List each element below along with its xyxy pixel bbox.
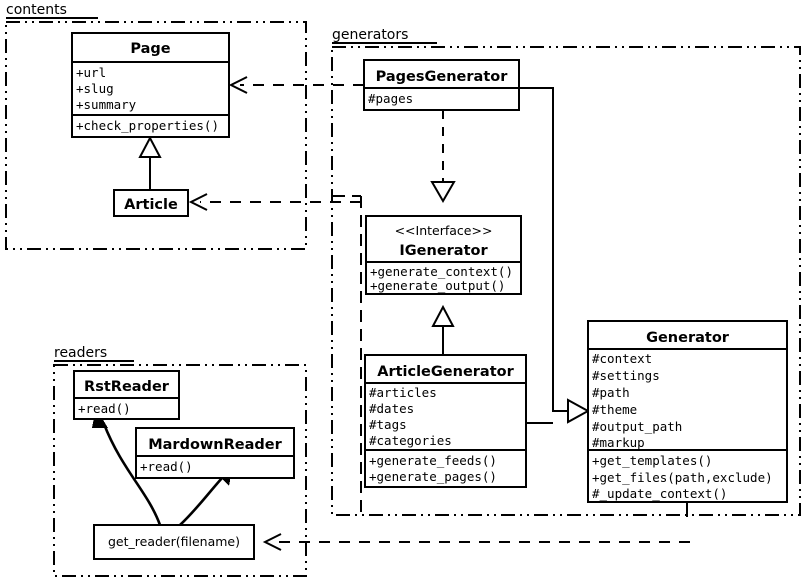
getreader-rstreader-curve [102,423,162,526]
class-generator-attribute: #settings [592,368,660,383]
class-box-rstreader[interactable]: RstReader +read() [73,370,180,420]
class-page-title: Page [130,41,170,57]
relation-articlegenerator-to-igenerator [431,304,455,355]
class-igenerator-title: IGenerator [399,243,488,259]
class-mardownreader-frame [135,427,295,479]
class-generator-method: +get_files(path,exclude) [592,470,773,485]
class-mardownreader-title: MardownReader [148,437,282,453]
class-rstreader-method: +read() [78,401,131,416]
package-readers-border [53,364,307,577]
class-articlegenerator-frame [364,354,527,488]
relation-article-to-page [138,135,162,190]
relation-articlegenerator-to-article [188,193,361,211]
getreader-mardownreader-curve [179,477,223,526]
class-article-title: Article [124,197,178,213]
relation-pagesgenerator-to-igenerator [430,110,456,203]
generalization-arrowhead-igenerator [431,304,455,327]
class-page-method: +check_properties() [76,118,219,133]
class-page-attribute: +slug [76,81,114,96]
class-igenerator-method: +generate_output() [370,278,505,293]
class-rstreader-title: RstReader [84,379,170,395]
package-contents-border [5,21,307,250]
class-box-mardownreader[interactable]: MardownReader +read() [135,427,295,479]
package-readers: readers [53,345,307,577]
class-generator-attribute: #context [592,351,652,366]
class-articlegenerator-attribute: #articles [369,385,437,400]
dependency-arrowhead-page [228,76,248,94]
class-generator-attribute: #theme [592,402,637,417]
pages-generator-to-generator-line [519,87,568,412]
function-get-reader-frame [93,524,255,560]
class-pagesgenerator-title: PagesGenerator [376,69,509,85]
relation-generator-to-getreader [262,502,690,551]
class-box-article[interactable]: Article [113,189,189,217]
class-igenerator-frame [365,215,522,295]
dependency-arrowhead-article [188,193,208,211]
generalization-arrowhead-page [138,135,162,158]
dependency-arrowhead-getreader [262,533,282,551]
class-box-pagesgenerator[interactable]: PagesGenerator #pages [363,59,520,111]
class-pagesgenerator-attribute: #pages [368,91,413,106]
realization-arrowhead-igenerator [430,181,456,203]
package-contents-label: contents [6,2,67,18]
class-articlegenerator-attribute: #categories [369,433,452,448]
class-page-attribute: +summary [76,97,137,112]
package-generators-label: generators [332,27,408,43]
generators-inner-frame [333,195,362,515]
class-igenerator-method: +generate_context() [370,264,513,279]
package-readers-label: readers [54,345,107,361]
class-generator-attribute: #markup [592,435,645,450]
function-box-get-reader[interactable]: get_reader(filename) [93,524,255,560]
class-generator-attribute: #path [592,385,630,400]
class-generator-attribute: #output_path [592,419,682,434]
relation-generators-to-generator [519,87,591,424]
class-mardownreader-method: +read() [140,459,193,474]
class-articlegenerator-title: ArticleGenerator [377,364,514,380]
class-articlegenerator-method: +generate_feeds() [369,453,497,468]
class-generator-method: #_update_context() [592,486,727,501]
class-pagesgenerator-frame [363,59,520,111]
class-box-generator[interactable]: Generator #context #settings #path #them… [587,320,788,503]
package-generators-border [331,46,801,516]
function-get-reader-label: get_reader(filename) [108,534,240,549]
class-rstreader-frame [73,370,180,420]
generalization-arrowhead-generator [567,398,591,424]
class-igenerator-stereotype: <<Interface>> [395,223,493,238]
package-generators: generators [331,27,801,516]
class-box-articlegenerator[interactable]: ArticleGenerator #articles #dates #tags … [364,354,527,488]
class-generator-method: +get_templates() [592,453,712,468]
class-articlegenerator-attribute: #dates [369,401,414,416]
class-page-attribute: +url [76,65,106,80]
class-page-frame [71,32,230,138]
class-box-page[interactable]: Page +url +slug +summary +check_properti… [71,32,230,138]
class-box-igenerator[interactable]: <<Interface>> IGenerator +generate_conte… [365,215,522,295]
package-contents: contents [5,2,307,250]
class-generator-frame [587,320,788,503]
relation-pagesgenerator-to-page [228,76,364,94]
class-articlegenerator-attribute: #tags [369,417,407,432]
class-articlegenerator-method: +generate_pages() [369,469,497,484]
class-article-frame [113,189,189,217]
class-generator-title: Generator [646,330,730,346]
